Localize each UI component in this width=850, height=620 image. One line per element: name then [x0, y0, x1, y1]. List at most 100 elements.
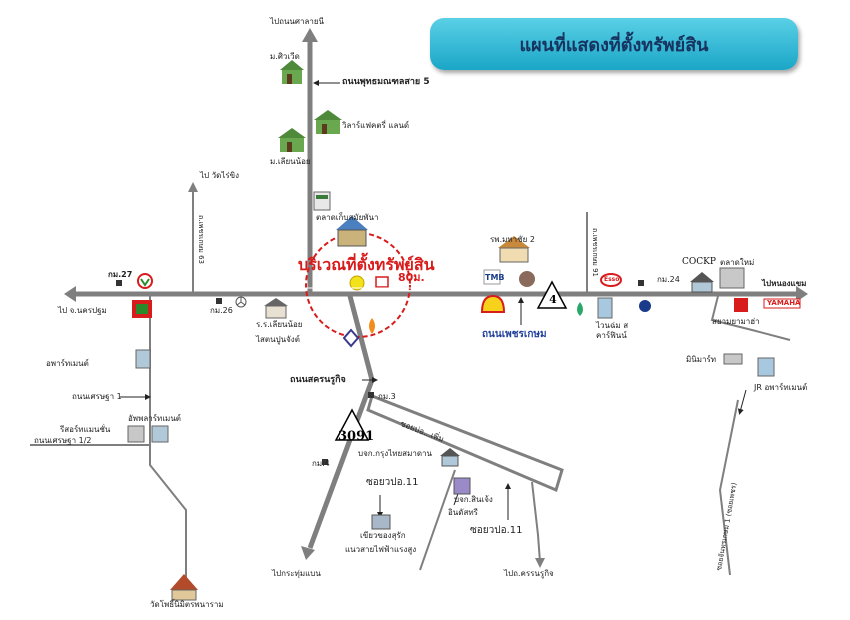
- building-icon: [135, 349, 151, 369]
- km-marker-icon: [116, 280, 122, 286]
- place-apartment-left: รีสอร์ทแมนชั่น: [60, 425, 111, 434]
- km-marker-icon: [638, 280, 644, 286]
- drop-logo-icon: [577, 302, 583, 316]
- factory-icon: [453, 477, 471, 495]
- arrow-down-icon: [535, 558, 545, 568]
- place-school-sub: ไสตนปูนจังต์: [256, 335, 300, 344]
- direction-northwest: ไป วัดไร่ขิง: [200, 171, 240, 180]
- circle-logo-icon: [639, 300, 651, 312]
- route-shield-icon: [334, 408, 370, 441]
- km-marker-icon: [368, 392, 374, 398]
- left-lower-road: [149, 296, 187, 585]
- site-label: บริเวณที่ตั้งทรัพย์สิน: [298, 255, 435, 274]
- house-icon: [314, 110, 342, 134]
- km-marker-icon: [216, 298, 222, 304]
- house-icon: [440, 448, 460, 467]
- direction-west: ไป จ.นครปฐม: [58, 306, 107, 315]
- site-marker: [375, 276, 389, 288]
- place-apartment-mid: อัพพลาร์ทเมนต์: [128, 414, 181, 423]
- title-banner: แผนที่แสดงที่ตั้งทรัพย์สิน: [430, 18, 798, 70]
- place-company-top: บจก.กรุงไทยสมาดาน: [358, 449, 432, 458]
- place-mahidol: ม.ศิวเวีด: [270, 52, 300, 61]
- building-icon: [723, 353, 743, 365]
- soi-11-upper-label: ซอยวปอ.11: [366, 477, 419, 488]
- km-3-label: กม.3: [378, 392, 396, 401]
- page-title: แผนที่แสดงที่ตั้งทรัพย์สิน: [519, 34, 709, 56]
- east-lower-road: [710, 295, 791, 341]
- place-yamaha: YAMAHA: [767, 299, 801, 307]
- place-vanitchan: ไวนฉ่ม สคาร์ฟินน์: [596, 321, 629, 341]
- place-school-main: ร.ร.เลียนน้อย: [256, 320, 303, 329]
- place-cockp: COCKP: [682, 257, 716, 267]
- hospital-icon: [498, 236, 530, 263]
- arrow-up-icon: [188, 182, 198, 192]
- house-icon: [690, 272, 714, 293]
- arrow-right-icon: [796, 286, 808, 302]
- direction-south-right: ไปถ.ครรนรูกิจ: [504, 569, 554, 578]
- route-4-number: 4: [549, 293, 557, 306]
- krathum-road-label: ถนนสครนรูกิจ: [290, 375, 346, 385]
- place-hospital: รพ.มหาชัย 2: [490, 235, 535, 244]
- place-minimart: มินิมาร์ท: [686, 355, 717, 364]
- east-soi-road: [718, 399, 739, 576]
- direction-north: ไปถนนศาลายนี: [270, 17, 325, 26]
- soi-11-lower-label: ซอยวปอ.11: [470, 525, 523, 536]
- soi-road: [366, 394, 564, 493]
- km-24-label: กม.24: [657, 275, 680, 284]
- place-jr: JR อพาร์ทเมนต์: [754, 383, 808, 392]
- place-factory: เขียวของสุรัก: [360, 531, 406, 540]
- road-setha-1-label: ถนนเศรษฐา 1: [72, 392, 122, 401]
- place-village-mid: ม.เลียนน้อย: [270, 157, 311, 166]
- phutthamonthon-label: ถนนพุทธมณฑลสาย 5: [342, 77, 430, 87]
- main-road-label: ถนนเพชรเกษม: [482, 329, 547, 340]
- power-line-label: แนวสายไฟฟ้าแรงสูง: [345, 545, 417, 554]
- arrow-up-icon: [302, 28, 318, 42]
- arrow-left-icon: [64, 286, 76, 302]
- place-market: ตลาดเก็บสมัยพันา: [316, 213, 379, 222]
- place-esso: Esso: [604, 276, 620, 283]
- place-company-glass-sub: อินดัสทรี: [448, 508, 478, 517]
- house-icon: [278, 128, 306, 152]
- km-4-label: กม.4: [312, 459, 330, 468]
- shell-logo-icon: [480, 294, 506, 313]
- road-setha-12-label: ถนนเศรษฐา 1/2: [34, 436, 92, 445]
- route-shield-icon: [536, 280, 568, 309]
- mercedes-logo-icon: [235, 296, 247, 308]
- flame-icon: [369, 318, 375, 334]
- building-icon: [336, 216, 368, 247]
- power-line: [419, 469, 456, 571]
- direction-south-left: ไปกระทุ่มแบน: [272, 569, 321, 578]
- vertical-center-label: ถ.เพชรเกษม 91: [591, 228, 599, 277]
- km-26-label: กม.26: [210, 306, 233, 315]
- place-yamaha-sub: สยามยามาฮ่า: [712, 317, 760, 326]
- building-icon: [132, 300, 152, 318]
- school-icon: [264, 298, 288, 319]
- place-temple: วัดโพธิ์นิมิตรพนาราม: [150, 600, 224, 609]
- place-cockp-sub: ตลาดใหม่: [720, 258, 755, 267]
- esso-logo-icon: [600, 273, 622, 287]
- km-marker-icon: [322, 459, 328, 465]
- ptt-logo-icon: [342, 328, 360, 348]
- mountain-logo-icon: [519, 271, 535, 287]
- building-icon: [719, 267, 745, 289]
- soi-road-branch: [531, 481, 541, 563]
- place-village-top: วิลาร์แฟคตรี่ แลนด์: [342, 121, 410, 130]
- place-tmb: TMB: [485, 273, 505, 282]
- place-apartment-top: อพาร์ทเมนต์: [46, 359, 89, 368]
- route-3091-label: 3091: [338, 429, 375, 444]
- building-icon: [597, 297, 613, 319]
- km-27-label: กม.27: [108, 270, 133, 279]
- building-icon: [757, 357, 775, 377]
- ptt-logo-icon: [137, 273, 153, 289]
- building-icon: [371, 514, 391, 530]
- house-icon: [280, 60, 304, 84]
- vertical-left-label: ถ.เพชรเกษม 63: [197, 215, 205, 264]
- site-distance: 80ม.: [398, 271, 425, 284]
- temple-icon: [170, 574, 198, 601]
- arrow-down-icon: [301, 546, 315, 560]
- place-company-glass: บจก.สินเจ้ง: [454, 495, 493, 504]
- tmb-logo-icon: [483, 269, 501, 285]
- building-icon: [127, 425, 169, 443]
- yamaha-logo-icon: [734, 298, 801, 312]
